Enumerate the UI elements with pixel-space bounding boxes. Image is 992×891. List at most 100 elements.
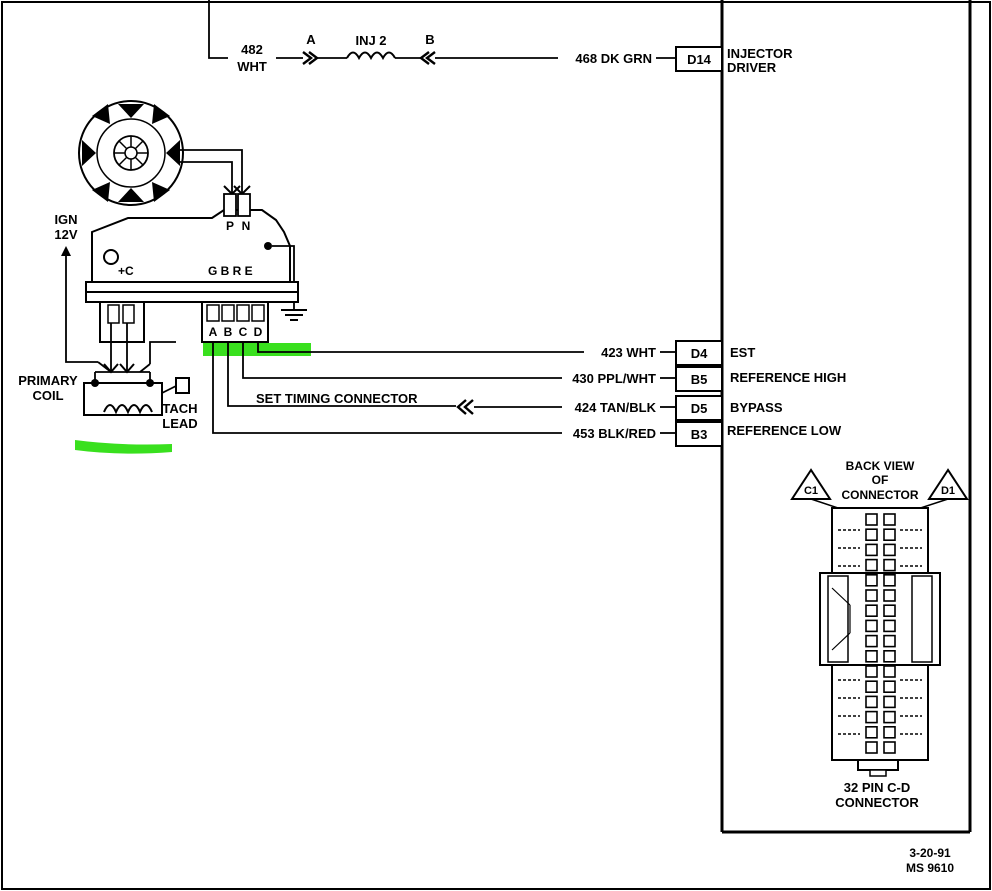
coil-label-line2: COIL [32, 388, 63, 403]
primary-coil: PRIMARY COIL TACH LEAD [18, 323, 198, 431]
pin-d14-label: D14 [687, 52, 712, 67]
pin-cavity [883, 710, 896, 724]
pin-c1-label: C1 [804, 485, 818, 497]
circuit-est-wire: 423 WHT [601, 345, 656, 360]
pin-cavity [883, 528, 896, 542]
pickup-n-label: N [242, 219, 251, 233]
terminal-d-label: D [254, 325, 263, 339]
pin-cavity [883, 741, 896, 754]
pin-cavity [883, 634, 896, 648]
pin-cavity [883, 543, 896, 557]
pin-cavity [865, 634, 878, 648]
circuit-reference-high-pin: B5 [691, 372, 708, 387]
injector-circuit: 482 WHT A INJ 2 B 468 DK GRN D14 INJECTO… [208, 0, 793, 75]
pin-cavity [865, 725, 878, 739]
pin-d1-label: D1 [941, 485, 955, 497]
terminal-highlight [203, 343, 311, 356]
distributor-pickup [78, 100, 251, 206]
set-timing-connector-symbol [456, 399, 474, 415]
coil-highlight [75, 440, 172, 454]
coil-label-line1: PRIMARY [18, 373, 78, 388]
circuit-reference-low-pin: B3 [691, 427, 708, 442]
pin-cavity [883, 680, 896, 694]
circuit-reference-low-function: REFERENCE LOW [727, 423, 842, 438]
pin-box-b5 [675, 366, 723, 392]
pin-cavity [883, 695, 896, 709]
pin-cavity [865, 649, 878, 663]
circuit-est-function: EST [730, 345, 755, 360]
circuit-bypass-pin: D5 [691, 401, 708, 416]
connector-title-line1: BACK VIEW [846, 459, 915, 473]
footer-code: MS 9610 [906, 861, 954, 875]
connector-title-line3: CONNECTOR [841, 488, 918, 502]
injector-wire-right: 468 DK GRN [575, 51, 652, 66]
tach-label-line1: TACH [162, 401, 197, 416]
pin-cavity [883, 589, 896, 602]
set-timing-connector-label: SET TIMING CONNECTOR [256, 391, 418, 406]
pin-cavity [865, 695, 878, 709]
terminal-a-label: A [209, 325, 218, 339]
pin-cavity [883, 573, 896, 587]
pin-cavities [865, 513, 896, 754]
pin-cavity [865, 543, 878, 557]
pin-cavity [865, 513, 878, 526]
pin-cavity [883, 665, 896, 678]
pin-box-b3 [675, 421, 723, 447]
connector-a-symbol [302, 51, 319, 65]
top-terminals-label: G B R E [208, 264, 253, 278]
coil-terminal-label: +C [118, 264, 134, 278]
circuit-reference-low-wire: 453 BLK/RED [573, 426, 656, 441]
injector-component-label: INJ 2 [355, 33, 386, 48]
terminal-b-label: B [224, 325, 233, 339]
ign-12v-feed: IGN 12V [54, 212, 98, 363]
pin-cavity [865, 558, 878, 572]
ign-label-line2: 12V [54, 227, 77, 242]
pin-cavity [865, 589, 878, 602]
pin-cavity [865, 604, 878, 618]
pin-box-d4 [675, 340, 723, 366]
pin-cavity [883, 619, 896, 633]
circuit-est-pin: D4 [691, 346, 708, 361]
pin-cavity [883, 513, 896, 526]
pin-cavity [865, 741, 878, 754]
injector-function-line1: INJECTOR [727, 46, 793, 61]
circuit-reference-high-wire: 430 PPL/WHT [572, 371, 656, 386]
connector-title-line2: OF [872, 473, 889, 487]
pin-cavity [883, 604, 896, 618]
injector-coil-symbol [346, 51, 396, 61]
ignition-module: P N +C G B R E A B C D [85, 193, 307, 343]
ign-label-line1: IGN [54, 212, 77, 227]
connector-back-view: BACK VIEW OF CONNECTOR C1 D1 [790, 459, 969, 810]
connector-b-label: B [425, 32, 434, 47]
circuit-bypass-function: BYPASS [730, 400, 783, 415]
pin-cavity [883, 558, 896, 572]
circuit-est: 423 WHT D4 EST [257, 340, 755, 366]
pin-cavity [865, 665, 878, 678]
footer-date: 3-20-91 [909, 846, 951, 860]
circuit-reference-high: 430 PPL/WHT B5 REFERENCE HIGH [242, 342, 846, 392]
pin-cavity [865, 619, 878, 633]
pin-cavity [865, 573, 878, 587]
pin-cavity [865, 528, 878, 542]
circuit-bypass: SET TIMING CONNECTOR 424 TAN/BLK D5 BYPA… [227, 342, 783, 421]
pin-cavity [883, 725, 896, 739]
injector-wire-left-number: 482 [241, 42, 263, 57]
connector-a-label: A [306, 32, 316, 47]
injector-function-line2: DRIVER [727, 60, 777, 75]
connector-name-line1: 32 PIN C-D [844, 780, 910, 795]
pickup-p-label: P [226, 219, 234, 233]
tach-label-line2: LEAD [162, 416, 197, 431]
circuit-reference-low: 453 BLK/RED B3 REFERENCE LOW [212, 342, 842, 447]
connector-b-symbol [419, 51, 436, 65]
pin-cavity [883, 649, 896, 663]
connector-name-line2: CONNECTOR [835, 795, 919, 810]
pin-box-d5 [675, 395, 723, 421]
pin-cavity [865, 710, 878, 724]
terminal-c-label: C [239, 325, 248, 339]
circuit-bypass-wire: 424 TAN/BLK [575, 400, 657, 415]
pin-cavity [865, 680, 878, 694]
circuit-reference-high-function: REFERENCE HIGH [730, 370, 846, 385]
pin-box-d14 [675, 46, 723, 72]
